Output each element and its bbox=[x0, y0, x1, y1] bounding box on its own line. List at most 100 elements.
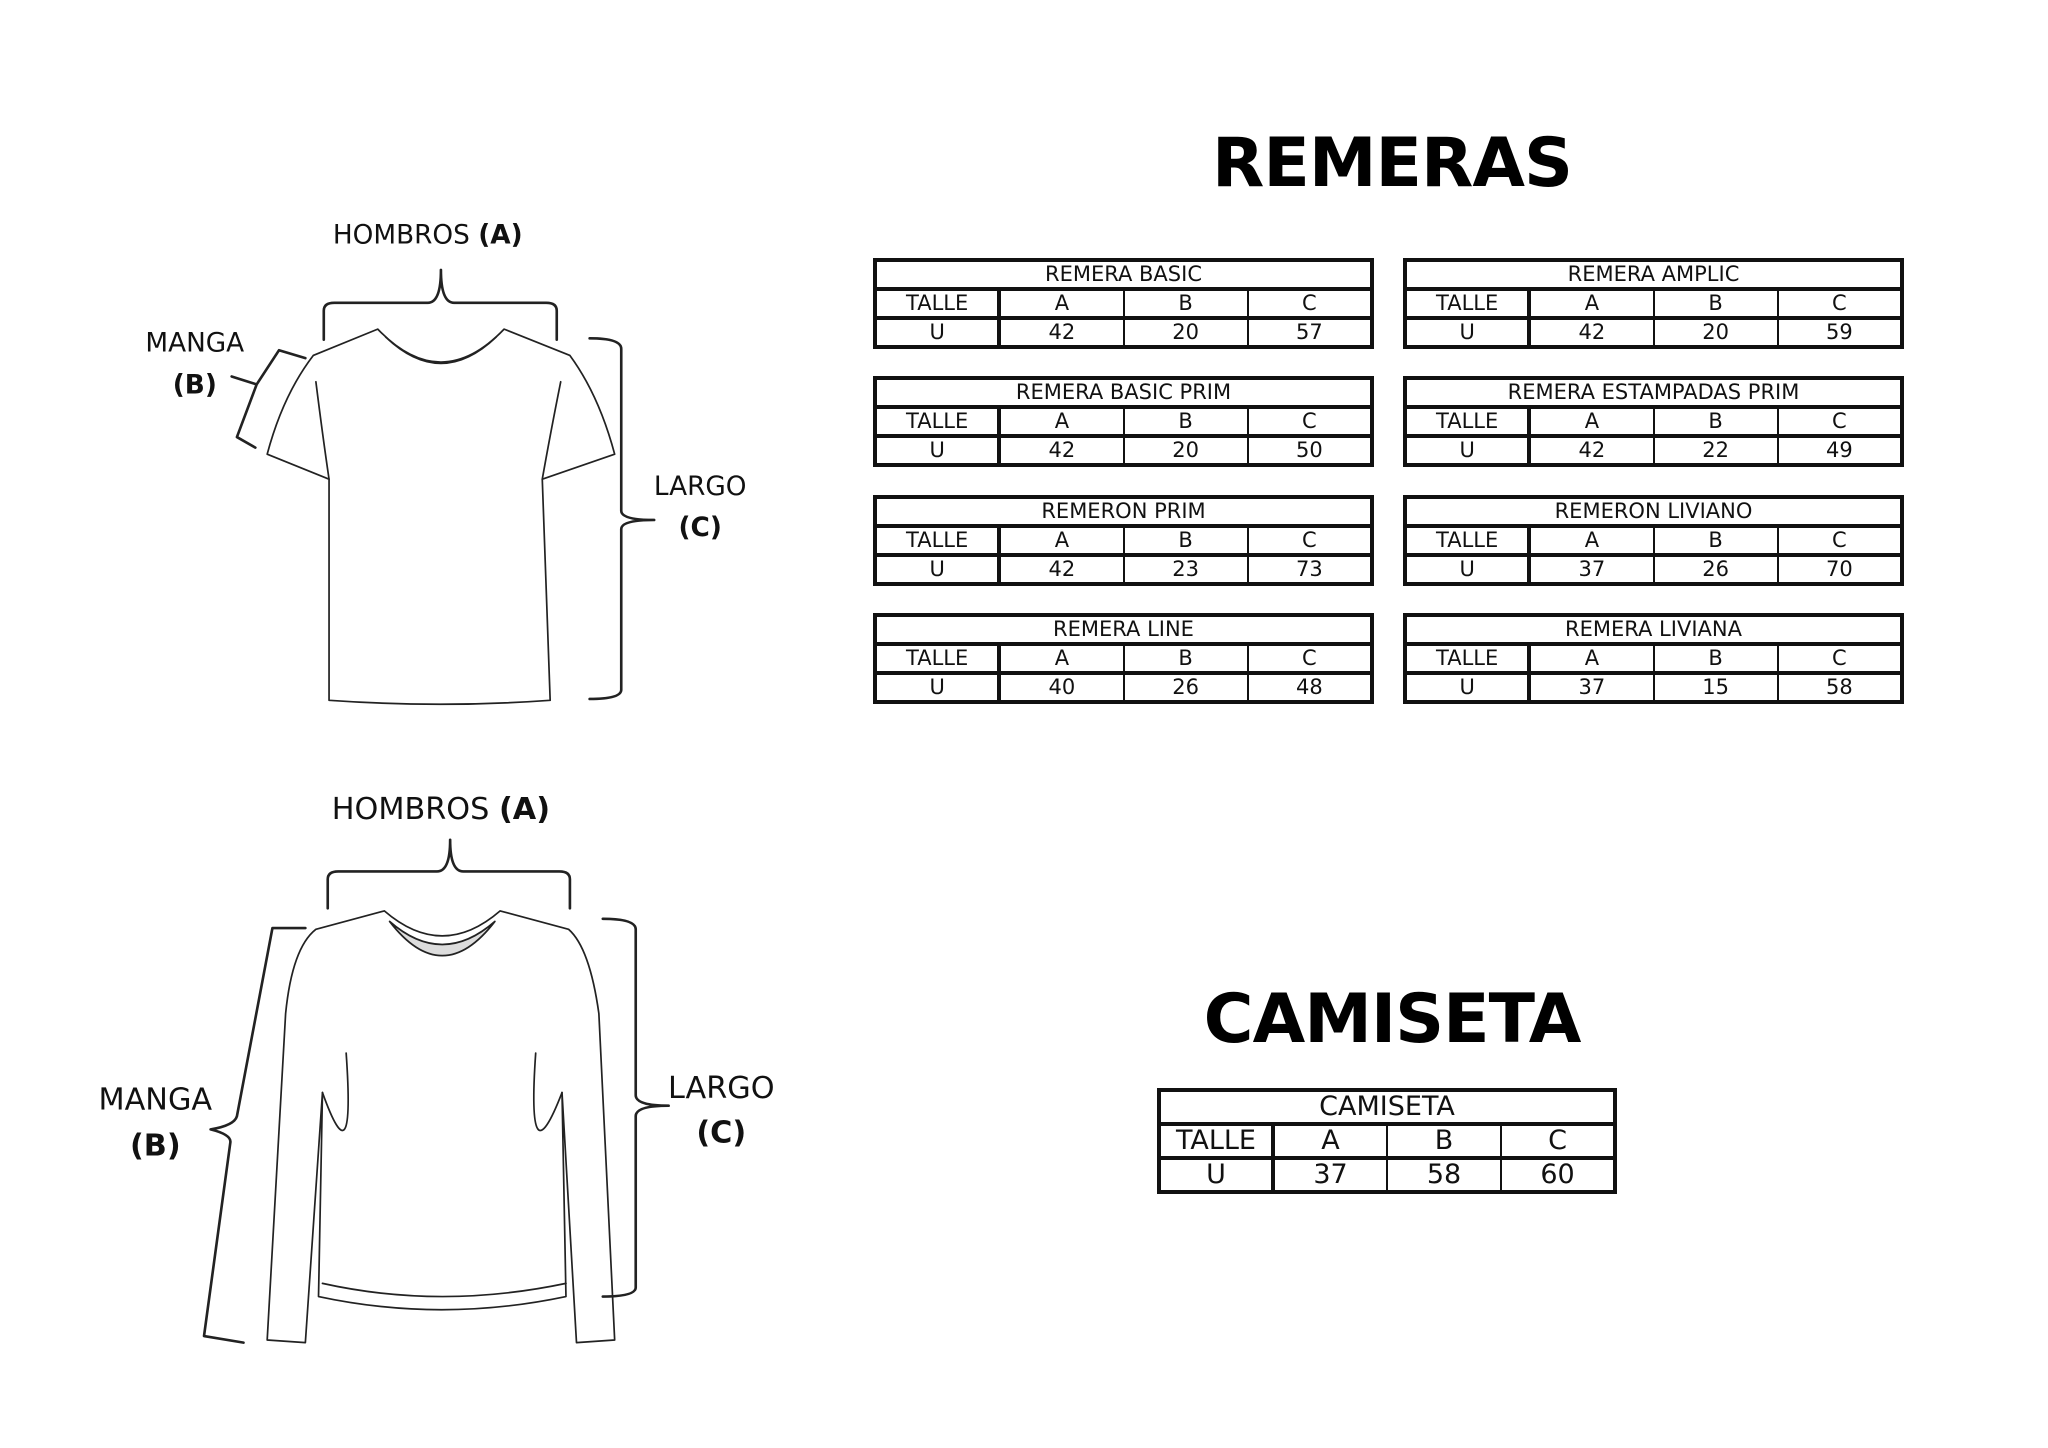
remeras-title: REMERAS bbox=[1212, 124, 1573, 203]
column-header: TALLE bbox=[1158, 1123, 1275, 1160]
svg-text:HOMBROS (A): HOMBROS (A) bbox=[333, 221, 523, 251]
measurement-cell: 20 bbox=[1122, 317, 1249, 348]
longsleeve-length-label: LARGO bbox=[668, 1071, 775, 1106]
table-title: REMERA ESTAMPADAS PRIM bbox=[1404, 377, 1903, 409]
tshirt-length-label: LARGO bbox=[654, 472, 747, 502]
measurement-cell: 42 bbox=[998, 554, 1125, 585]
column-header: A bbox=[998, 525, 1125, 557]
column-header: C bbox=[1776, 406, 1904, 438]
column-header: A bbox=[1528, 643, 1655, 675]
column-header: B bbox=[1122, 406, 1249, 438]
measurement-cell: 15 bbox=[1652, 672, 1779, 703]
tshirt-measure-brackets bbox=[230, 268, 656, 701]
column-header: TALLE bbox=[873, 406, 1002, 438]
column-header: C bbox=[1776, 643, 1904, 675]
size-cell: U bbox=[873, 672, 1002, 703]
svg-text:HOMBROS (A): HOMBROS (A) bbox=[332, 792, 550, 827]
column-header: C bbox=[1776, 525, 1904, 557]
camiseta-title: CAMISETA bbox=[1203, 980, 1582, 1059]
size-cell: U bbox=[1403, 672, 1532, 703]
column-header: C bbox=[1500, 1123, 1616, 1160]
size-cell: U bbox=[873, 435, 1002, 466]
column-header: C bbox=[1246, 525, 1374, 557]
measurement-cell: 37 bbox=[1528, 554, 1655, 585]
measurement-cell: 60 bbox=[1500, 1157, 1616, 1193]
measurement-cell: 50 bbox=[1246, 435, 1374, 466]
size-cell: U bbox=[1158, 1157, 1275, 1193]
size-cell: U bbox=[873, 554, 1002, 585]
measurement-cell: 58 bbox=[1386, 1157, 1502, 1193]
measurement-cell: 42 bbox=[1528, 317, 1655, 348]
measurement-cell: 59 bbox=[1776, 317, 1904, 348]
longsleeve-sleeve-letter: (B) bbox=[130, 1129, 181, 1164]
long-sleeve-measure-brackets bbox=[202, 838, 670, 1344]
table-title: REMERA BASIC PRIM bbox=[874, 377, 1373, 409]
column-header: TALLE bbox=[1403, 525, 1532, 557]
measurement-cell: 37 bbox=[1528, 672, 1655, 703]
measurement-cell: 20 bbox=[1122, 435, 1249, 466]
column-header: B bbox=[1386, 1123, 1502, 1160]
size-cell: U bbox=[1403, 435, 1532, 466]
column-header: A bbox=[1528, 288, 1655, 320]
column-header: B bbox=[1122, 643, 1249, 675]
column-header: TALLE bbox=[1403, 643, 1532, 675]
column-header: A bbox=[998, 406, 1125, 438]
column-header: C bbox=[1246, 643, 1374, 675]
longsleeve-length-letter: (C) bbox=[696, 1116, 746, 1151]
measurement-cell: 49 bbox=[1776, 435, 1904, 466]
measurement-cell: 70 bbox=[1776, 554, 1904, 585]
column-header: C bbox=[1246, 288, 1374, 320]
tshirt-sleeve-letter: (B) bbox=[173, 371, 217, 401]
column-header: B bbox=[1122, 288, 1249, 320]
tshirt-shoulders-label: HOMBROS bbox=[333, 221, 470, 251]
measurement-cell: 57 bbox=[1246, 317, 1374, 348]
table-title: REMERON LIVIANO bbox=[1404, 496, 1903, 528]
tshirt-length-letter: (C) bbox=[679, 513, 722, 543]
measurement-cell: 40 bbox=[998, 672, 1125, 703]
column-header: B bbox=[1652, 643, 1779, 675]
column-header: TALLE bbox=[1403, 288, 1532, 320]
measurement-cell: 58 bbox=[1776, 672, 1904, 703]
measurement-cell: 20 bbox=[1652, 317, 1779, 348]
column-header: B bbox=[1122, 525, 1249, 557]
column-header: A bbox=[998, 643, 1125, 675]
column-header: TALLE bbox=[1403, 406, 1532, 438]
long-sleeve-illustration bbox=[266, 910, 616, 1344]
column-header: C bbox=[1776, 288, 1904, 320]
column-header: TALLE bbox=[873, 288, 1002, 320]
column-header: A bbox=[1528, 406, 1655, 438]
size-cell: U bbox=[873, 317, 1002, 348]
measurement-cell: 42 bbox=[998, 317, 1125, 348]
size-cell: U bbox=[1403, 554, 1532, 585]
table-title: REMERA AMPLIC bbox=[1404, 259, 1903, 291]
column-header: A bbox=[1528, 525, 1655, 557]
column-header: B bbox=[1652, 525, 1779, 557]
longsleeve-shoulders-label: HOMBROS bbox=[332, 792, 490, 827]
size-cell: U bbox=[1403, 317, 1532, 348]
measurement-cell: 26 bbox=[1122, 672, 1249, 703]
column-header: TALLE bbox=[873, 643, 1002, 675]
measurement-cell: 73 bbox=[1246, 554, 1374, 585]
measurement-cell: 22 bbox=[1652, 435, 1779, 466]
column-header: A bbox=[998, 288, 1125, 320]
measurement-cell: 42 bbox=[1528, 435, 1655, 466]
measurement-cell: 23 bbox=[1122, 554, 1249, 585]
table-title: CAMISETA bbox=[1158, 1089, 1616, 1126]
column-header: TALLE bbox=[873, 525, 1002, 557]
